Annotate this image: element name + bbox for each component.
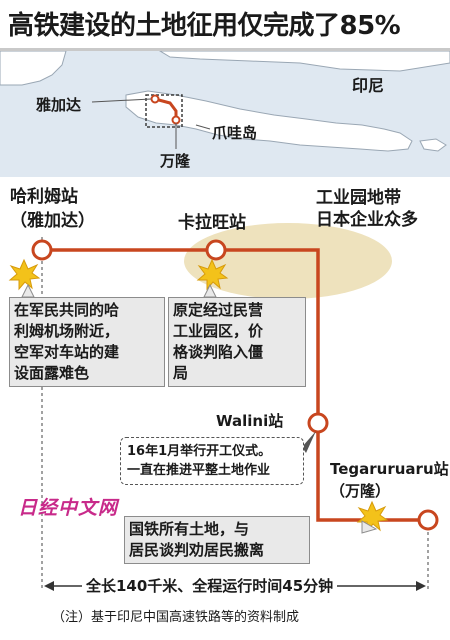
industrial-zone-label: 工业园地带 <box>316 188 401 208</box>
island-label-java: 爪哇岛 <box>212 124 258 142</box>
sumatra-landmass <box>0 51 67 86</box>
java-leader <box>195 124 211 130</box>
station-dot-halim <box>31 239 53 261</box>
note-halim: 在军民共同的哈 利姆机场附近， 空军对车站的建 设面露难色 <box>9 297 165 387</box>
arrow-right-icon <box>416 581 426 591</box>
note-karawang: 原定经过民营 工业园区，价 格谈判陷入僵 局 <box>168 297 306 387</box>
city-label-jakarta: 雅加达 <box>36 96 82 114</box>
note-line: 工业园区，价 <box>173 322 264 340</box>
note-line: 国铁所有土地，与 <box>129 520 250 538</box>
watermark: 日经中文网 <box>18 497 119 519</box>
station-label-walini: Walini站 <box>216 412 284 430</box>
problem-burst-tegaluar-icon <box>356 500 389 533</box>
station-label-tegaluar: Tegaruruaru站 <box>330 460 449 478</box>
station-sublabel-tegaluar: （万隆） <box>330 482 391 500</box>
problem-burst-halim-icon <box>8 258 41 291</box>
java-landmass <box>125 90 413 152</box>
arrow-left-icon <box>44 581 54 591</box>
note-line: 设面露难色 <box>14 364 90 382</box>
industrial-zone <box>184 223 392 299</box>
station-dot-walini <box>307 412 329 434</box>
problem-burst-karawang-icon <box>196 258 229 291</box>
note-line: 居民谈判劝居民搬离 <box>129 541 265 559</box>
note-line: 在军民共同的哈 <box>14 301 120 319</box>
note-bandung: 国铁所有土地，与 居民谈判劝居民搬离 <box>124 516 310 564</box>
note-line: 局 <box>173 364 189 382</box>
jakarta-leader <box>91 98 152 103</box>
inset-jakarta-dot <box>150 94 160 104</box>
inset-bandung-dot <box>171 115 181 125</box>
station-dot-tegaluar <box>417 509 439 531</box>
focus-box <box>145 94 183 128</box>
city-label-bandung: 万隆 <box>160 152 191 170</box>
station-label-halim: 哈利姆站 <box>10 187 78 207</box>
note-line: 格谈判陷入僵 <box>173 343 264 361</box>
page-title: 高铁建设的土地征用仅完成了85% <box>8 11 401 41</box>
note-line: 原定经过民营 <box>173 301 264 319</box>
station-sublabel-halim: （雅加达） <box>10 211 95 231</box>
industrial-zone-sublabel: 日本企业众多 <box>316 210 418 230</box>
callout-pointer-ceremony <box>302 431 316 453</box>
note-line: 16年1月举行开工仪式。 <box>127 444 272 459</box>
bali-landmass <box>419 138 447 152</box>
route-length-label: 全长140千米、全程运行时间45分钟 <box>82 575 338 597</box>
station-label-karawang: 卡拉旺站 <box>178 213 246 233</box>
note-line: 空军对车站的建 <box>14 343 120 361</box>
inset-route <box>154 97 178 119</box>
note-line: 一直在推进平整土地作业 <box>127 463 271 478</box>
inset-map <box>0 51 450 177</box>
region-label-indonesia: 印尼 <box>352 76 385 95</box>
station-dot-karawang <box>205 239 227 261</box>
callout-pointer-tegaluar <box>361 520 378 534</box>
note-line: 利姆机场附近， <box>14 322 120 340</box>
source-note: （注）基于印尼中国高速铁路等的资料制成 <box>52 610 300 625</box>
title-divider <box>0 48 450 51</box>
borneo-landmass <box>159 51 450 72</box>
note-ceremony: 16年1月举行开工仪式。 一直在推进平整土地作业 <box>120 437 304 485</box>
